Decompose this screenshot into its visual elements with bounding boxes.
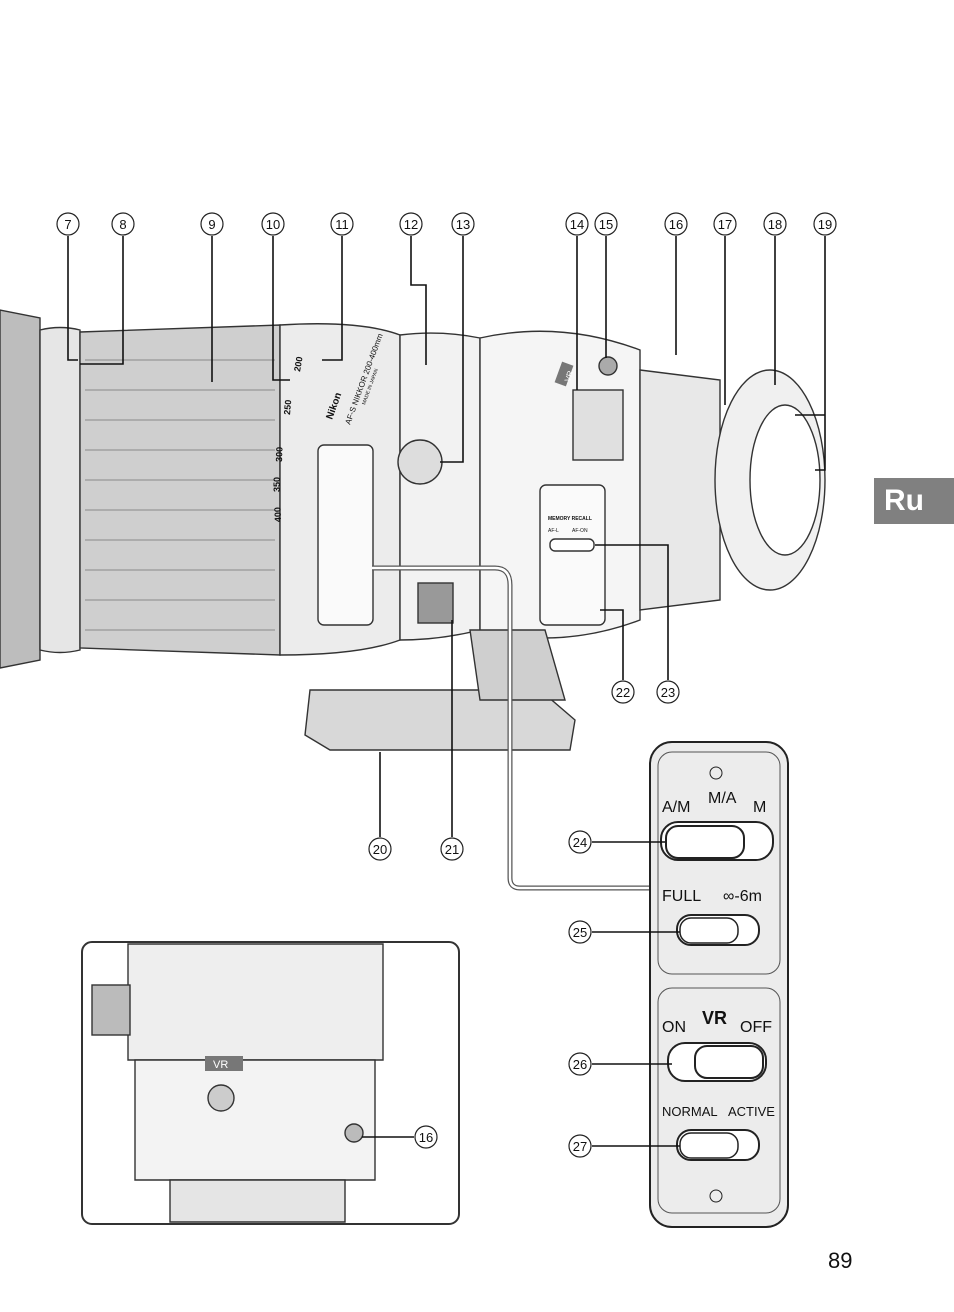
limit-full-label: FULL [662, 888, 701, 905]
inset-vr-badge: VR [213, 1059, 228, 1071]
callout-21: 21 [440, 837, 464, 861]
svg-text:24: 24 [573, 835, 587, 850]
callout-22: 22 [611, 680, 635, 704]
lens-illustration: Nikon AF-S NIKKOR 200-400mm MADE IN JAPA… [0, 309, 826, 751]
memory-afl-label: AF-L [548, 528, 559, 534]
callout-18: 18 [763, 212, 787, 236]
inset-illustration: VR [81, 941, 460, 1225]
callout-8: 8 [111, 212, 135, 236]
page-number: 89 [828, 1248, 853, 1273]
focal-300: 300 [274, 447, 285, 462]
callout-11: 11 [330, 212, 354, 236]
af-m-a-label: M/A [708, 790, 737, 807]
switch-panel: A/M M/A M FULL ∞-6m ON VR OFF NORMAL ACT… [649, 741, 789, 1228]
svg-text:18: 18 [768, 217, 782, 232]
vr-label: VR [702, 1008, 727, 1028]
callout-10: 10 [261, 212, 285, 236]
callout-19: 19 [813, 212, 837, 236]
focal-350: 350 [272, 477, 282, 492]
svg-text:10: 10 [266, 217, 280, 232]
svg-text:7: 7 [64, 217, 71, 232]
callout-15: 15 [594, 212, 618, 236]
svg-text:16: 16 [419, 1130, 433, 1145]
callout-7: 7 [56, 212, 80, 236]
callout-25: 25 [568, 920, 592, 944]
callout-9: 9 [200, 212, 224, 236]
svg-text:15: 15 [599, 217, 613, 232]
callout-26: 26 [568, 1052, 592, 1076]
af-m-label: M [753, 799, 766, 816]
svg-text:9: 9 [208, 217, 215, 232]
limit-inf-6m-label: ∞-6m [723, 888, 762, 905]
svg-text:12: 12 [404, 217, 418, 232]
callout-13: 13 [451, 212, 475, 236]
lens-vr-badge: VR [563, 369, 575, 383]
focal-400: 400 [272, 507, 283, 522]
callout-16-inset: 16 [414, 1125, 438, 1149]
memory-afon-label: AF-ON [572, 528, 588, 534]
svg-text:22: 22 [616, 685, 630, 700]
callout-12: 12 [399, 212, 423, 236]
svg-text:16: 16 [669, 217, 683, 232]
callout-16: 16 [664, 212, 688, 236]
svg-text:8: 8 [119, 217, 126, 232]
af-a-m-label: A/M [662, 799, 690, 816]
svg-text:11: 11 [335, 217, 349, 232]
vr-normal-label: NORMAL [662, 1104, 718, 1119]
svg-text:21: 21 [445, 842, 459, 857]
svg-text:25: 25 [573, 925, 587, 940]
svg-text:20: 20 [373, 842, 387, 857]
memory-recall-label: MEMORY RECALL [548, 516, 592, 522]
svg-text:23: 23 [661, 685, 675, 700]
callout-20: 20 [368, 837, 392, 861]
callout-17: 17 [713, 212, 737, 236]
svg-text:14: 14 [570, 217, 584, 232]
svg-text:17: 17 [718, 217, 732, 232]
svg-text:19: 19 [818, 217, 832, 232]
svg-text:27: 27 [573, 1139, 587, 1154]
vr-off-label: OFF [740, 1019, 772, 1036]
callout-14: 14 [565, 212, 589, 236]
language-tab: Ru [874, 478, 954, 524]
focal-250: 250 [282, 399, 293, 415]
svg-text:13: 13 [456, 217, 470, 232]
callout-24: 24 [568, 830, 592, 854]
vr-active-label: ACTIVE [728, 1104, 775, 1119]
focal-200: 200 [292, 356, 304, 373]
vr-on-label: ON [662, 1019, 686, 1036]
callout-27: 27 [568, 1134, 592, 1158]
callout-23: 23 [656, 680, 680, 704]
svg-text:26: 26 [573, 1057, 587, 1072]
